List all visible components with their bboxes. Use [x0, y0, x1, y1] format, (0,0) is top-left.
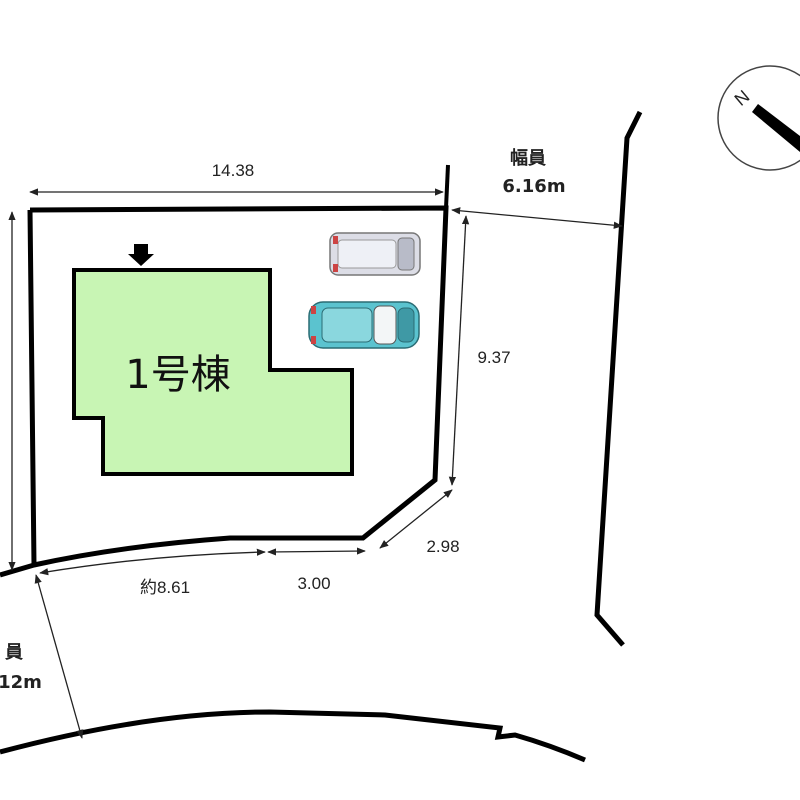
entrance-arrow-icon [128, 244, 154, 266]
top-boundary-extension [444, 164, 450, 209]
dim-label-bottom-left: 約8.61 [140, 578, 190, 597]
southwest-road-title: 員 [4, 642, 23, 663]
dim-label-diagonal: 2.98 [426, 537, 459, 556]
dim-line-bottom-right [267, 547, 366, 556]
southwest-road-width: 12m [0, 672, 42, 693]
car-teal-hatchback-icon [308, 301, 420, 349]
dim-line-right [448, 215, 470, 486]
dim-line-bottom-left [39, 548, 266, 576]
building-label: 1号棟 [125, 352, 230, 398]
dim-line-east-road [451, 207, 623, 229]
compass-icon: N [717, 65, 800, 171]
car-silver-minivan-icon [329, 232, 421, 276]
building-footprint [72, 268, 354, 476]
dim-label-top: 14.38 [212, 161, 255, 180]
south-road-edge [0, 709, 586, 763]
east-road-width: 6.16m [502, 176, 565, 197]
dim-label-bottom-right: 3.00 [297, 574, 330, 593]
dim-label-right: 9.37 [477, 348, 510, 367]
dim-line-diagonal [379, 489, 453, 549]
east-road-edge [594, 110, 643, 647]
dim-line-south-road [34, 574, 84, 739]
east-road-title: 幅員 [510, 147, 546, 169]
